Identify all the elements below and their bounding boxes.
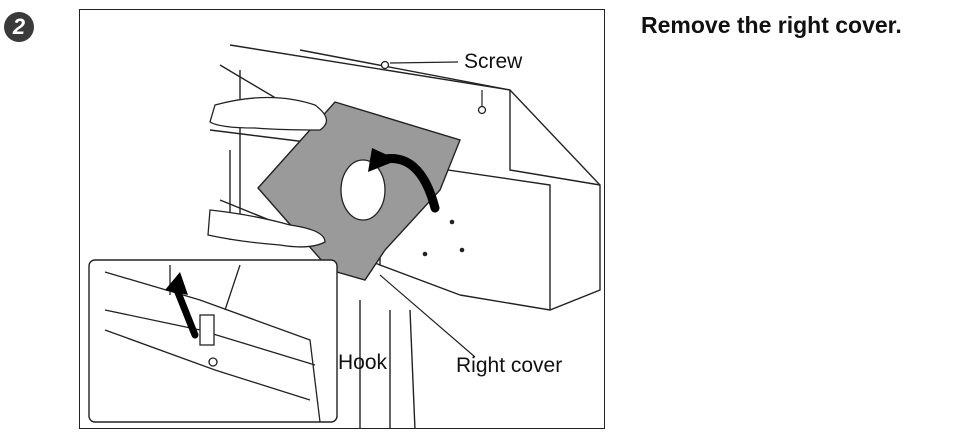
screw-label: Screw bbox=[464, 50, 523, 73]
upper-hand bbox=[209, 96, 327, 131]
hook-label: Hook bbox=[338, 351, 388, 374]
cover-removal-illustration bbox=[88, 44, 601, 428]
illustration-figure: Screw Hook Right cover bbox=[79, 9, 605, 429]
step-number: 2 bbox=[12, 14, 26, 39]
lower-hand bbox=[207, 209, 326, 248]
right-cover-leader bbox=[379, 274, 476, 358]
cover-opening bbox=[340, 159, 386, 221]
rotation-arrow-head bbox=[368, 148, 398, 172]
hook-detail-inset bbox=[88, 259, 338, 423]
instruction-text: Remove the right cover. bbox=[641, 12, 902, 38]
step-number-badge: 2 bbox=[4, 12, 34, 42]
screw-1 bbox=[380, 60, 390, 70]
right-cover-label: Right cover bbox=[456, 354, 563, 377]
screw-2 bbox=[477, 105, 487, 115]
machine-body-outline bbox=[299, 49, 601, 311]
screw-leader-1 bbox=[389, 61, 459, 64]
